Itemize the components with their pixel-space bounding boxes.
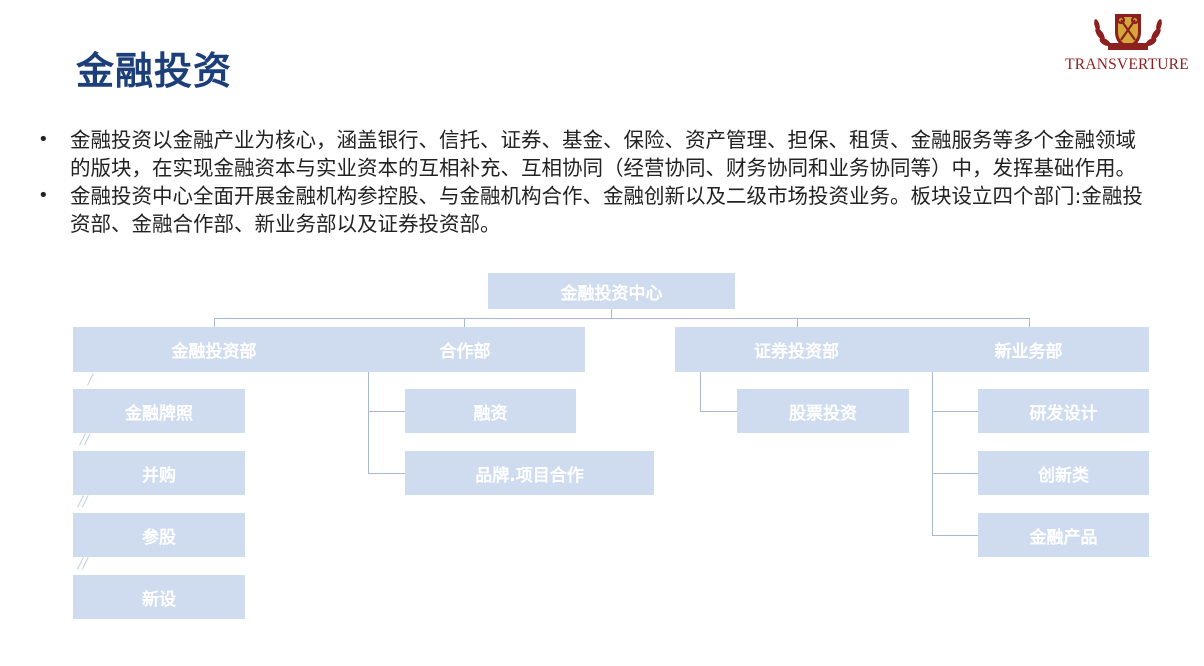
connector-dept-4	[1029, 318, 1030, 327]
bullet-item: • 金融投资以金融产业为核心，涵盖银行、信托、证券、基金、保险、资产管理、担保、…	[36, 126, 1154, 182]
child-node: 股票投资	[737, 389, 909, 433]
connector-new-trunk	[932, 372, 933, 536]
connector-sec-child-1	[700, 411, 737, 412]
child-node: 金融牌照	[73, 389, 245, 433]
bullet-marker: •	[38, 185, 49, 206]
connector-coop-child-1	[368, 411, 405, 412]
child-node: 融资	[405, 389, 576, 433]
connector-dept-3	[797, 318, 798, 327]
connector-new-child-3	[932, 535, 978, 536]
sketch-mark: //	[78, 494, 88, 510]
dept-node-finance-investment: 金融投资部	[73, 327, 355, 372]
child-node: 创新类	[978, 451, 1149, 495]
bullet-list: • 金融投资以金融产业为核心，涵盖银行、信托、证券、基金、保险、资产管理、担保、…	[36, 126, 1154, 238]
sketch-mark: //	[78, 556, 88, 572]
connector-root-down	[611, 309, 612, 318]
connector-dept-bar	[214, 318, 1030, 319]
bullet-item: • 金融投资中心全面开展金融机构参控股、与金融机构合作、金融创新以及二级市场投资…	[36, 182, 1154, 238]
sketch-mark: //	[80, 432, 90, 448]
child-node: 新设	[73, 575, 245, 619]
bullet-text: 金融投资以金融产业为核心，涵盖银行、信托、证券、基金、保险、资产管理、担保、租赁…	[70, 128, 1136, 180]
crest-icon	[1094, 14, 1162, 50]
connector-new-child-2	[932, 473, 978, 474]
connector-new-child-1	[932, 411, 978, 412]
dept-node-new-business: 新业务部	[908, 327, 1149, 372]
bullet-marker: •	[38, 129, 49, 150]
bullet-text: 金融投资中心全面开展金融机构参控股、与金融机构合作、金融创新以及二级市场投资业务…	[70, 184, 1143, 236]
connector-coop-child-2	[368, 473, 405, 474]
child-node: 金融产品	[978, 513, 1149, 557]
connector-sec-trunk	[700, 372, 701, 411]
connector-dept-1	[214, 318, 215, 327]
child-node: 研发设计	[978, 389, 1149, 433]
dept-node-cooperation: 合作部	[345, 327, 585, 372]
child-node: 并购	[73, 451, 245, 495]
child-node: 品牌.项目合作	[405, 451, 654, 495]
logo-brand-text: TRANSVERTURE	[1065, 56, 1189, 73]
child-node: 参股	[73, 513, 245, 557]
sketch-mark: /	[88, 372, 93, 388]
connector-coop-trunk	[368, 372, 369, 474]
connector-dept-2	[464, 318, 465, 327]
org-root-node: 金融投资中心	[488, 273, 735, 309]
page-title: 金融投资	[76, 49, 233, 93]
company-logo: TRANSVERTURE	[1062, 8, 1192, 78]
dept-node-securities: 证券投资部	[675, 327, 918, 372]
